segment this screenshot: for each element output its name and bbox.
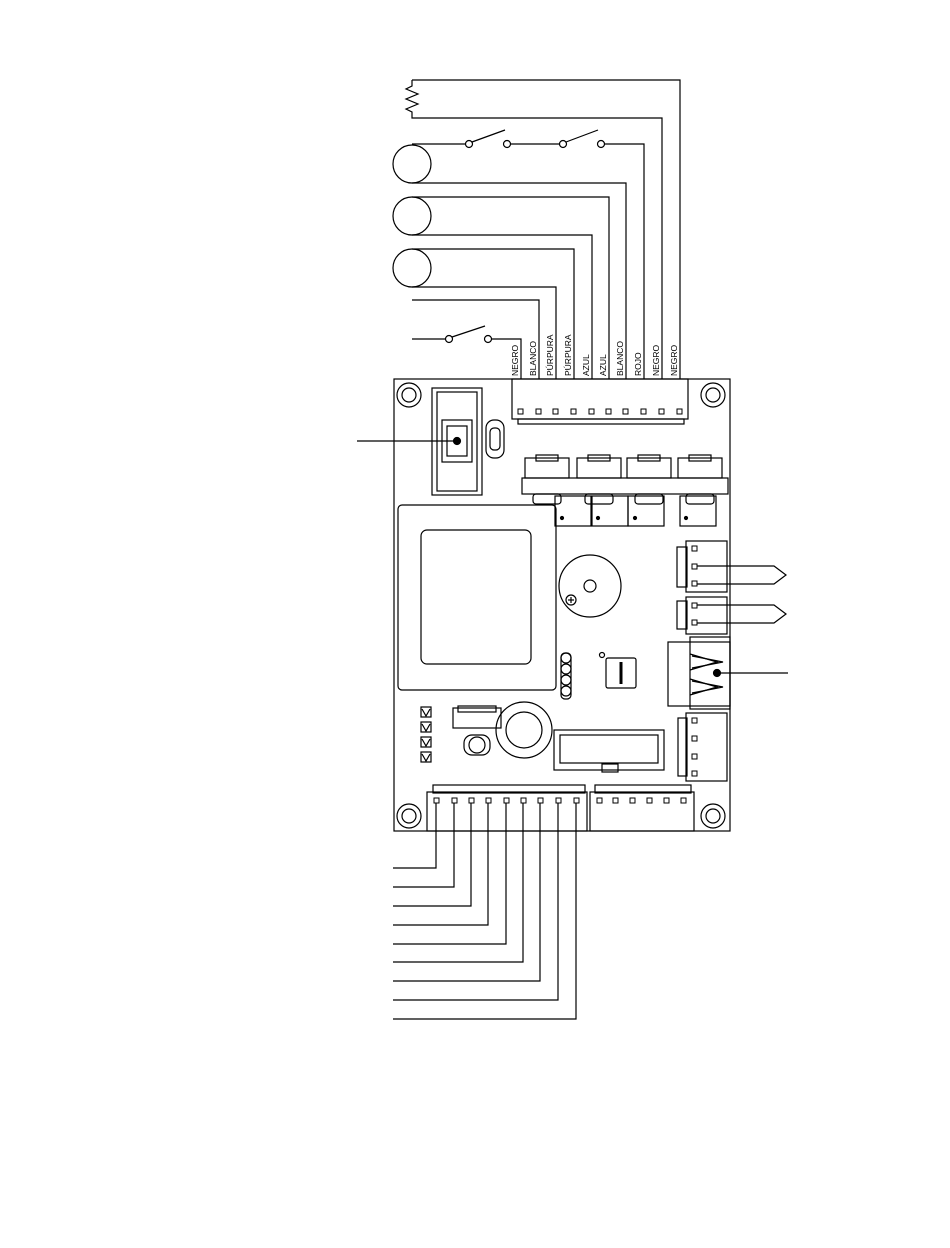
wire-label-2: BLANCO [528, 341, 538, 376]
wire-label-10: NEGRO [669, 344, 679, 376]
pcb-board [357, 379, 788, 831]
terminal-wire-labels: NEGRO BLANCO PÚRPURA PÚRPURA AZUL AZUL B… [510, 334, 679, 376]
wire-label-6: AZUL [598, 354, 608, 376]
wire-label-4: PÚRPURA [563, 334, 573, 376]
wire-label-9: NEGRO [651, 344, 661, 376]
wire-label-8: ROJO [633, 352, 643, 376]
bottom-output-wires [393, 803, 576, 1019]
wire-label-3: PÚRPURA [545, 334, 555, 376]
wire-label-5: AZUL [581, 354, 591, 376]
wire-label-1: NEGRO [510, 344, 520, 376]
wire-label-7: BLANCO [615, 341, 625, 376]
